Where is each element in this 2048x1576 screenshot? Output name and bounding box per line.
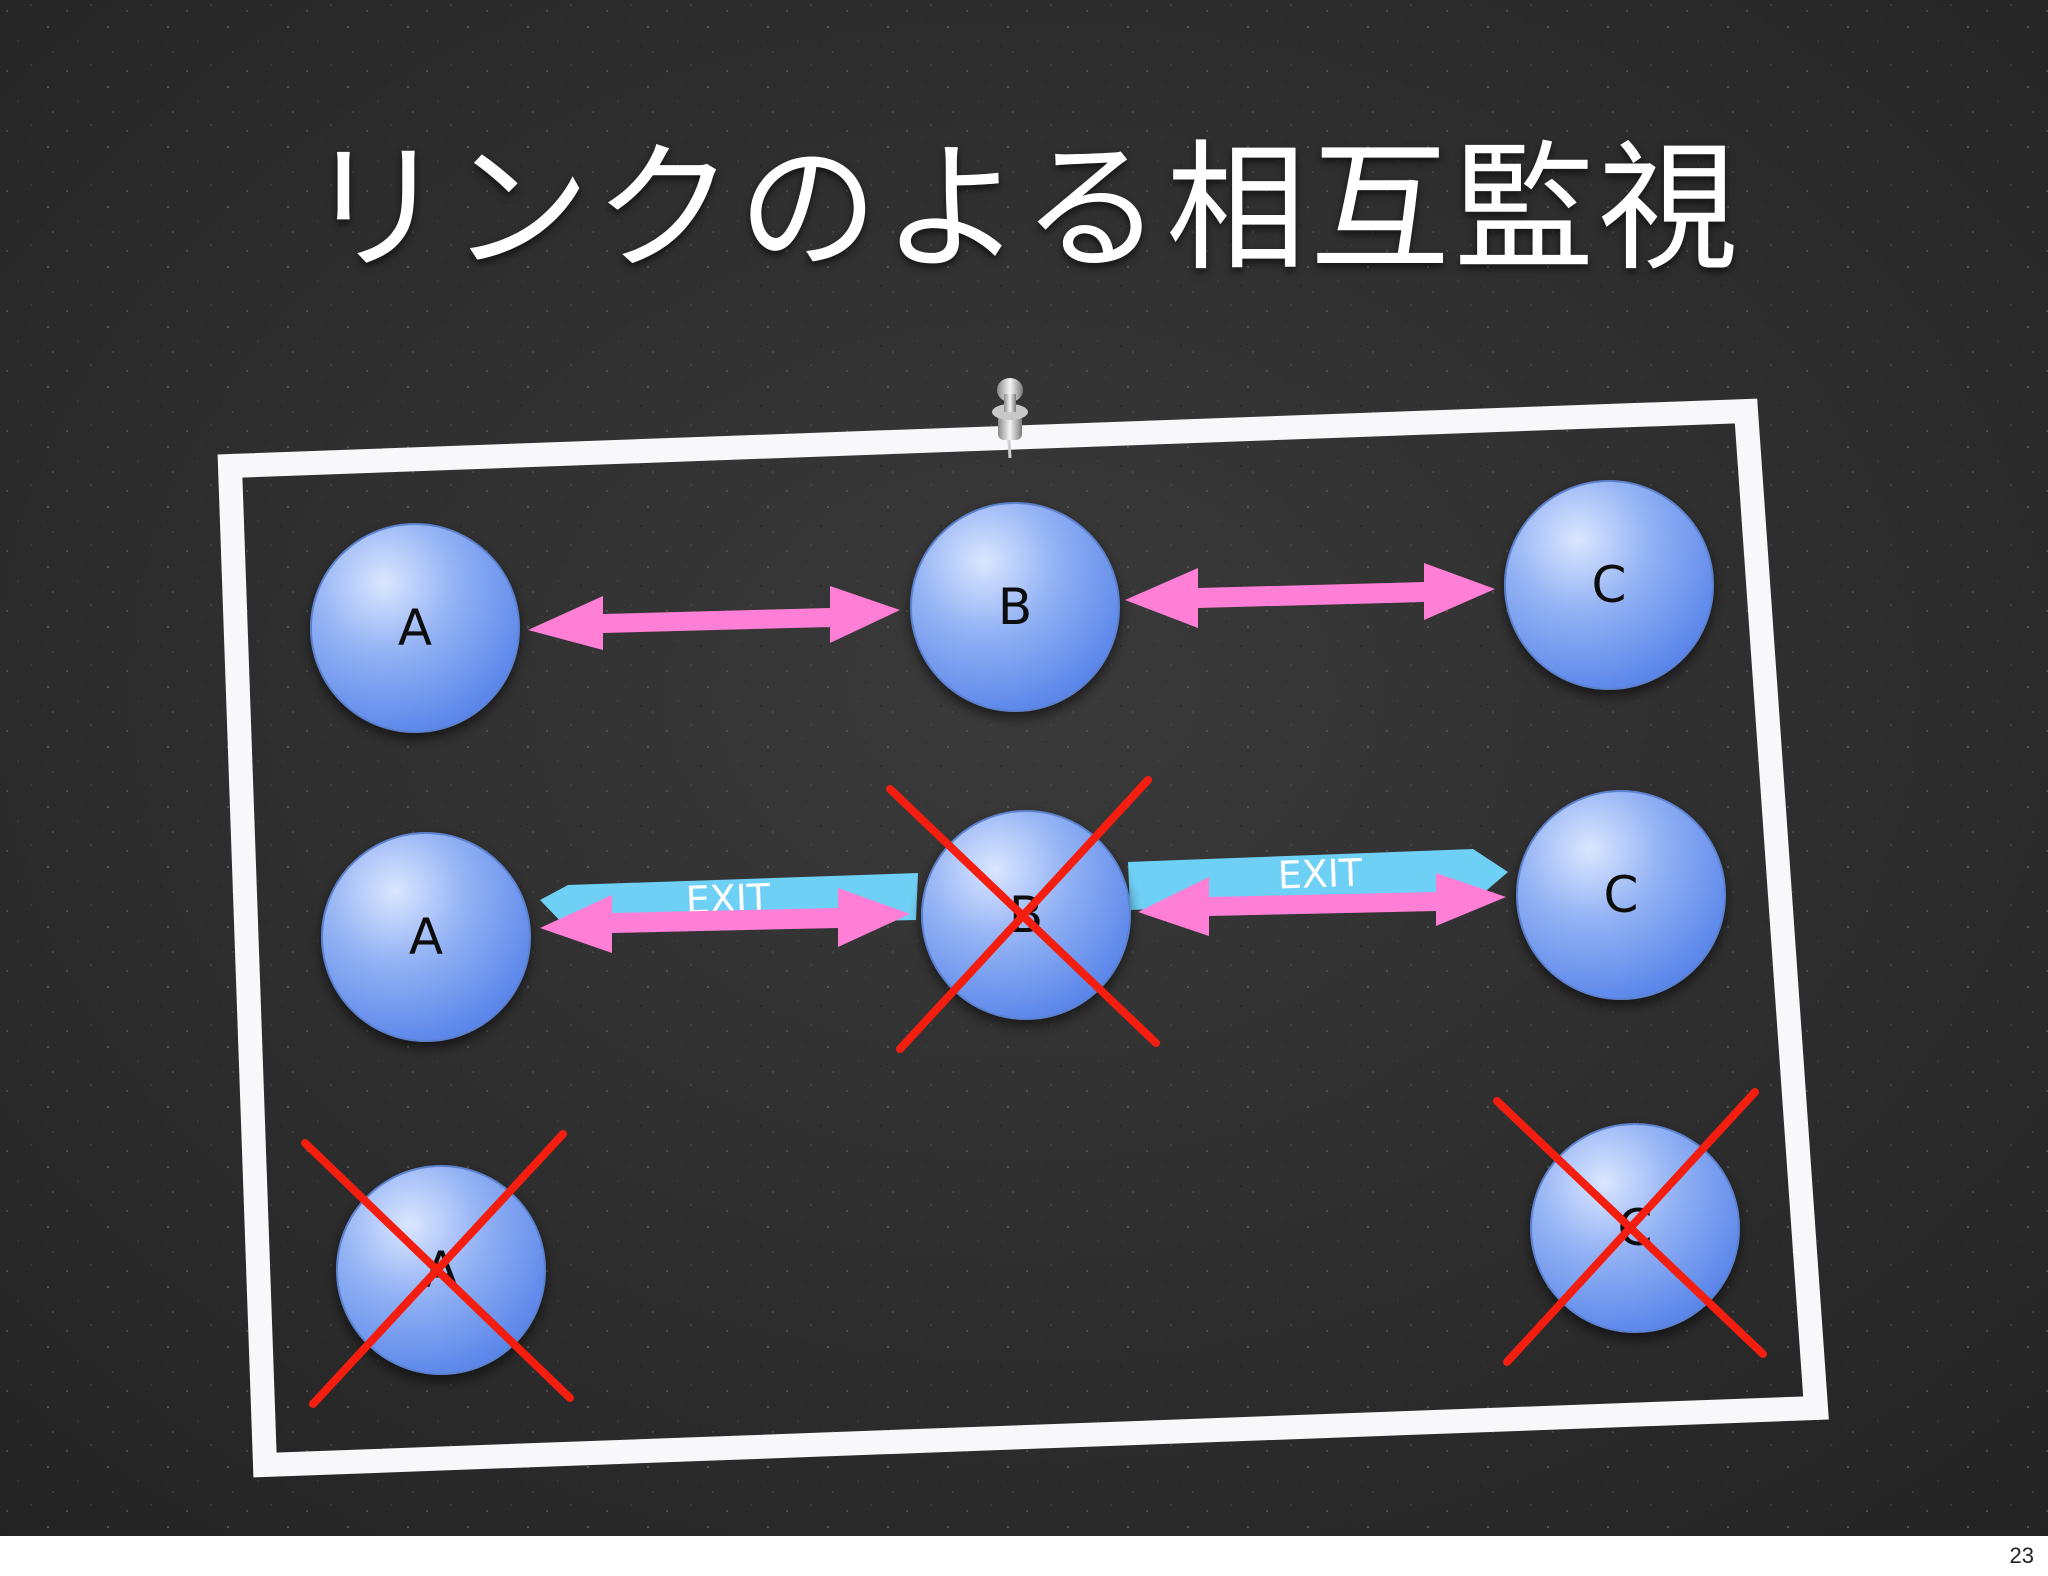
process-node-a-row2: A — [321, 832, 531, 1042]
link-arrow-a-b-row2 — [540, 888, 910, 953]
slide-title: リンクのよる相互監視 — [306, 128, 1742, 291]
page-number: 23 — [2009, 1543, 2034, 1568]
process-node-b-row1: B — [910, 502, 1120, 712]
frame-border — [217, 398, 1829, 1478]
push-pin-icon — [992, 378, 1028, 459]
exit-label-right: EXIT — [1277, 851, 1364, 898]
link-monitoring-diagram: EXIT EXIT A B C — [217, 378, 1829, 1478]
node-label: C — [1592, 556, 1627, 614]
node-label: A — [409, 908, 443, 966]
node-label: C — [1604, 866, 1639, 924]
link-arrow-b-c-row2 — [1138, 873, 1506, 936]
process-node-c-row2: C — [1516, 790, 1726, 1000]
cross-mark-icon-c-row3 — [1493, 1088, 1767, 1366]
node-label: A — [398, 599, 432, 657]
cross-mark-icon-b-row2 — [886, 776, 1160, 1053]
process-node-a-row1: A — [310, 523, 520, 733]
slide: リンクのよる相互監視 — [0, 0, 2048, 1536]
link-arrow-b-c-row1 — [1125, 563, 1495, 628]
node-label: B — [998, 578, 1032, 636]
cross-mark-icon-a-row3 — [301, 1130, 574, 1408]
link-arrow-a-b-row1 — [528, 586, 900, 650]
process-node-c-row1: C — [1504, 480, 1714, 690]
